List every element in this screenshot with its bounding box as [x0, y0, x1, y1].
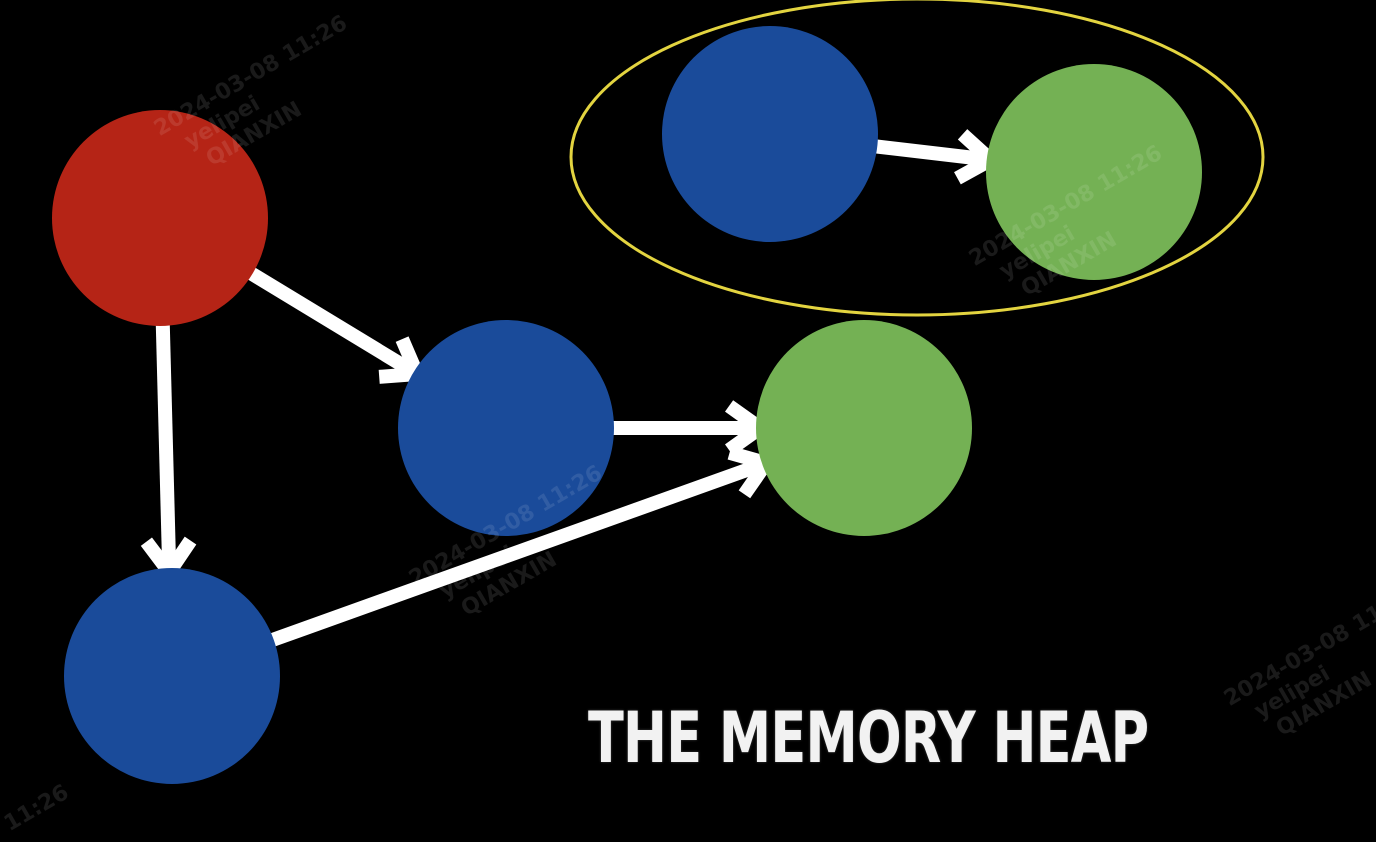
node-unreachable-target — [986, 64, 1202, 280]
node-unreachable-object — [662, 26, 878, 242]
node-root — [52, 110, 268, 326]
edge-root-to-object-a — [243, 264, 428, 384]
unreachable-group-highlight — [569, 0, 1265, 317]
node-object-a — [398, 320, 614, 536]
highlight-layer — [569, 0, 1265, 317]
nodes-layer — [52, 26, 1202, 784]
edge-object-a-to-object-c — [608, 400, 773, 456]
node-object-c — [756, 320, 972, 536]
edge-root-to-object-b — [140, 319, 197, 585]
node-object-b — [64, 568, 280, 784]
diagram-title: THE MEMORY HEAP — [588, 697, 1149, 779]
edge-unreachable-object-to-unreachable-target — [870, 129, 1003, 185]
